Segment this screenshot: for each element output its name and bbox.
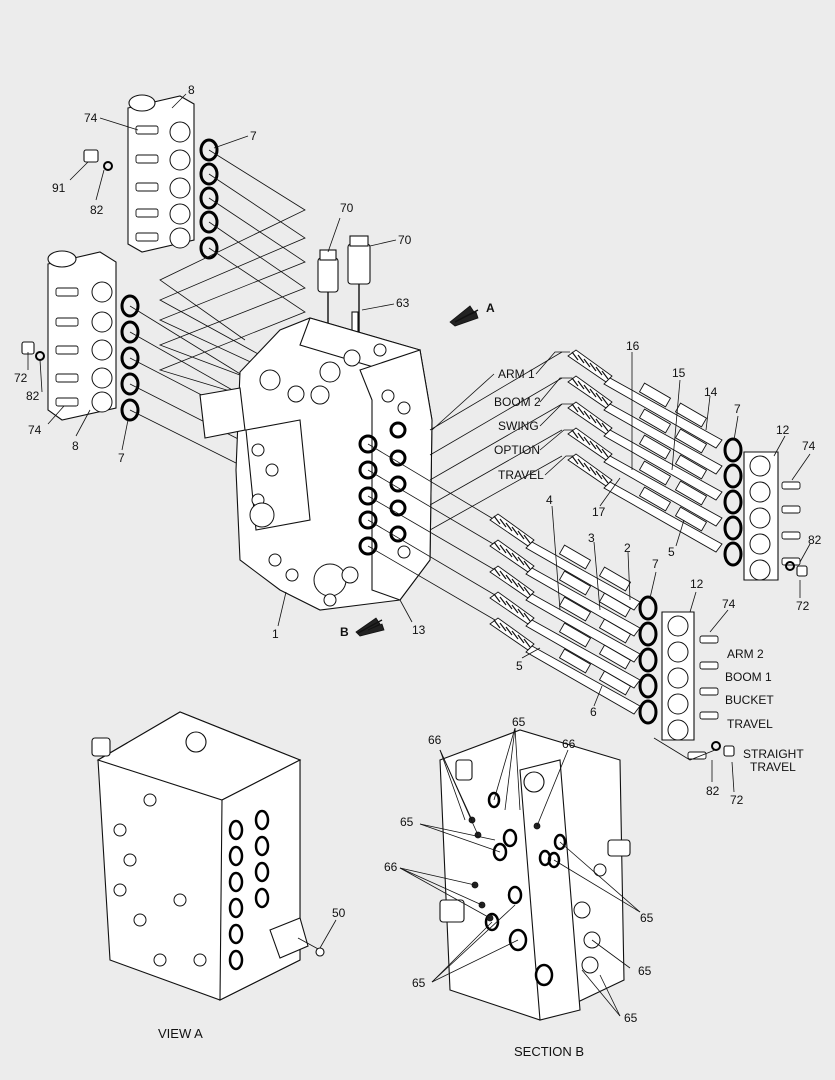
callout-74: 74 (28, 423, 42, 437)
callout-65: 65 (624, 1011, 638, 1025)
lower-spool-bank (489, 513, 735, 761)
spool-label-straight: STRAIGHT (743, 747, 804, 761)
callout-16: 16 (626, 339, 640, 353)
assembly-lines-top (158, 149, 306, 413)
view-a-drawing (91, 711, 337, 1001)
callout-66: 66 (428, 733, 442, 747)
pilot-cover-top (83, 94, 219, 260)
caption-view-a: VIEW A (158, 1026, 203, 1041)
callout-7: 7 (250, 129, 257, 143)
section-b-leaders (399, 727, 641, 1017)
spool-label-straight-travel: TRAVEL (750, 760, 796, 774)
callout-65: 65 (400, 815, 414, 829)
callout-72: 72 (14, 371, 28, 385)
caption-section-b: SECTION B (514, 1044, 585, 1059)
callout-63: 63 (396, 296, 410, 310)
callout-65: 65 (638, 964, 652, 978)
callout-7: 7 (734, 402, 741, 416)
spool-label-bucket: BUCKET (725, 693, 774, 707)
callout-66: 66 (384, 860, 398, 874)
callout-1: 1 (272, 627, 279, 641)
callout-65: 65 (640, 911, 654, 925)
pilot-cover-left (21, 250, 140, 422)
callout-leaders (27, 93, 811, 793)
spool-label-arm2: ARM 2 (727, 647, 764, 661)
callout-74: 74 (802, 439, 816, 453)
view-arrows (355, 305, 479, 637)
callout-5: 5 (516, 659, 523, 673)
view-a-arrow-label: A (486, 301, 495, 315)
spool-lines-upper (367, 351, 563, 621)
callout-12: 12 (690, 577, 704, 591)
callout-82: 82 (26, 389, 40, 403)
callout-82: 82 (808, 533, 822, 547)
spool-label-travel: TRAVEL (498, 468, 544, 482)
callout-2: 2 (624, 541, 631, 555)
callout-15: 15 (672, 366, 686, 380)
callout-13: 13 (412, 623, 426, 637)
label-leaders-upper (431, 351, 576, 476)
callout-74: 74 (84, 111, 98, 125)
callout-8: 8 (188, 83, 195, 97)
callout-91: 91 (52, 181, 66, 195)
callout-17: 17 (592, 505, 606, 519)
relief-valves (317, 235, 371, 360)
callout-82: 82 (90, 203, 104, 217)
callout-7: 7 (118, 451, 125, 465)
callout-5: 5 (668, 545, 675, 559)
callout-4: 4 (546, 493, 553, 507)
callout-14: 14 (704, 385, 718, 399)
callout-74: 74 (722, 597, 736, 611)
callout-65: 65 (412, 976, 426, 990)
callout-66: 66 (562, 737, 576, 751)
section-b-drawing (439, 729, 631, 1021)
spool-label-travel: TRAVEL (727, 717, 773, 731)
callout-12: 12 (776, 423, 790, 437)
callout-70: 70 (398, 233, 412, 247)
callout-7: 7 (652, 557, 659, 571)
callout-8: 8 (72, 439, 79, 453)
upper-spool-bank (567, 349, 808, 581)
callout-72: 72 (796, 599, 810, 613)
spool-label-swing: SWING (498, 419, 539, 433)
spool-label-boom1: BOOM 1 (725, 670, 772, 684)
spool-label-arm1: ARM 1 (498, 367, 535, 381)
callout-50: 50 (332, 906, 346, 920)
callout-82: 82 (706, 784, 720, 798)
callout-3: 3 (588, 531, 595, 545)
main-valve-body (199, 317, 433, 611)
spool-label-option: OPTION (494, 443, 541, 457)
callout-72: 72 (730, 793, 744, 807)
callout-70: 70 (340, 201, 354, 215)
callout-65: 65 (512, 715, 526, 729)
callout-6: 6 (590, 705, 597, 719)
section-b-arrow-label: B (340, 625, 349, 639)
spool-label-boom2: BOOM 2 (494, 395, 541, 409)
